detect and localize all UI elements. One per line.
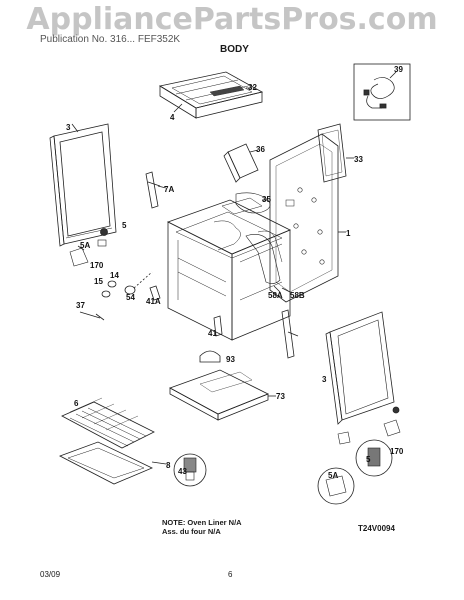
oven-rack bbox=[61, 397, 155, 449]
callout-41: 41 bbox=[208, 329, 217, 338]
note-oven-liner-en: NOTE: Oven Liner N/A bbox=[162, 518, 242, 527]
fastener-inset bbox=[173, 453, 207, 487]
callout-170-left: 170 bbox=[90, 261, 104, 270]
insulation bbox=[235, 192, 291, 293]
leveling-leg-right-insets bbox=[317, 406, 401, 505]
section-title: BODY bbox=[220, 44, 249, 55]
callout-5a-left: 5A bbox=[80, 241, 90, 250]
wire-harness-inset bbox=[353, 63, 411, 121]
callout-5a-right: 5A bbox=[328, 471, 338, 480]
oven-body bbox=[166, 197, 291, 341]
callout-35: 35 bbox=[262, 195, 271, 204]
callout-8: 8 bbox=[166, 461, 171, 470]
callout-3-left: 3 bbox=[66, 123, 71, 132]
callout-6: 6 bbox=[74, 399, 79, 408]
broiler-pan bbox=[59, 441, 167, 485]
side-panel-right bbox=[325, 311, 395, 425]
callout-37: 37 bbox=[76, 301, 85, 310]
top-vent-assembly bbox=[158, 71, 264, 119]
hinge-7a-left bbox=[145, 171, 167, 209]
callout-33: 33 bbox=[354, 155, 363, 164]
callout-15: 15 bbox=[94, 277, 103, 286]
diagram-code: T24V0094 bbox=[358, 524, 395, 533]
callout-7a-left: 7A bbox=[164, 185, 174, 194]
leader-4 bbox=[173, 103, 183, 113]
callout-73: 73 bbox=[276, 392, 285, 401]
callout-14: 14 bbox=[110, 271, 119, 280]
callout-41a: 41A bbox=[146, 297, 161, 306]
model-header: Publication No. 316... FEF352K bbox=[40, 34, 181, 45]
hinges-41 bbox=[149, 285, 223, 337]
callout-3-right: 3 bbox=[322, 375, 327, 384]
callout-58b: 58B bbox=[290, 291, 305, 300]
back-shield bbox=[317, 123, 354, 183]
callout-labels: 32 4 39 3 36 33 7A 35 1 5 5A 170 14 15 5… bbox=[66, 65, 404, 480]
small-parts bbox=[101, 271, 153, 298]
callout-43: 43 bbox=[178, 467, 187, 476]
callout-39: 39 bbox=[394, 65, 403, 74]
bottom-panel bbox=[169, 369, 276, 421]
callout-32: 32 bbox=[248, 83, 257, 92]
side-panel-left bbox=[49, 123, 117, 247]
back-panel bbox=[269, 133, 346, 303]
footer-date: 03/09 bbox=[40, 570, 61, 579]
note-oven-liner-fr: Ass. du four N/A bbox=[162, 527, 221, 536]
callout-4: 4 bbox=[170, 113, 175, 122]
callout-5-left: 5 bbox=[122, 221, 127, 230]
screw-37 bbox=[79, 311, 105, 321]
callout-1: 1 bbox=[346, 229, 351, 238]
leveling-leg-left bbox=[69, 228, 108, 267]
watermark-text: AppliancePartsPros.com bbox=[26, 2, 438, 37]
callout-170-right: 170 bbox=[390, 447, 404, 456]
callout-58a: 58A bbox=[268, 291, 283, 300]
callout-5-right: 5 bbox=[366, 455, 371, 464]
bracket-93 bbox=[199, 350, 221, 363]
bracket-36 bbox=[223, 143, 259, 183]
callout-36: 36 bbox=[256, 145, 265, 154]
callout-93: 93 bbox=[226, 355, 235, 364]
hinge-7a-right bbox=[281, 309, 299, 359]
page-number: 6 bbox=[228, 570, 233, 579]
callout-54: 54 bbox=[126, 293, 135, 302]
